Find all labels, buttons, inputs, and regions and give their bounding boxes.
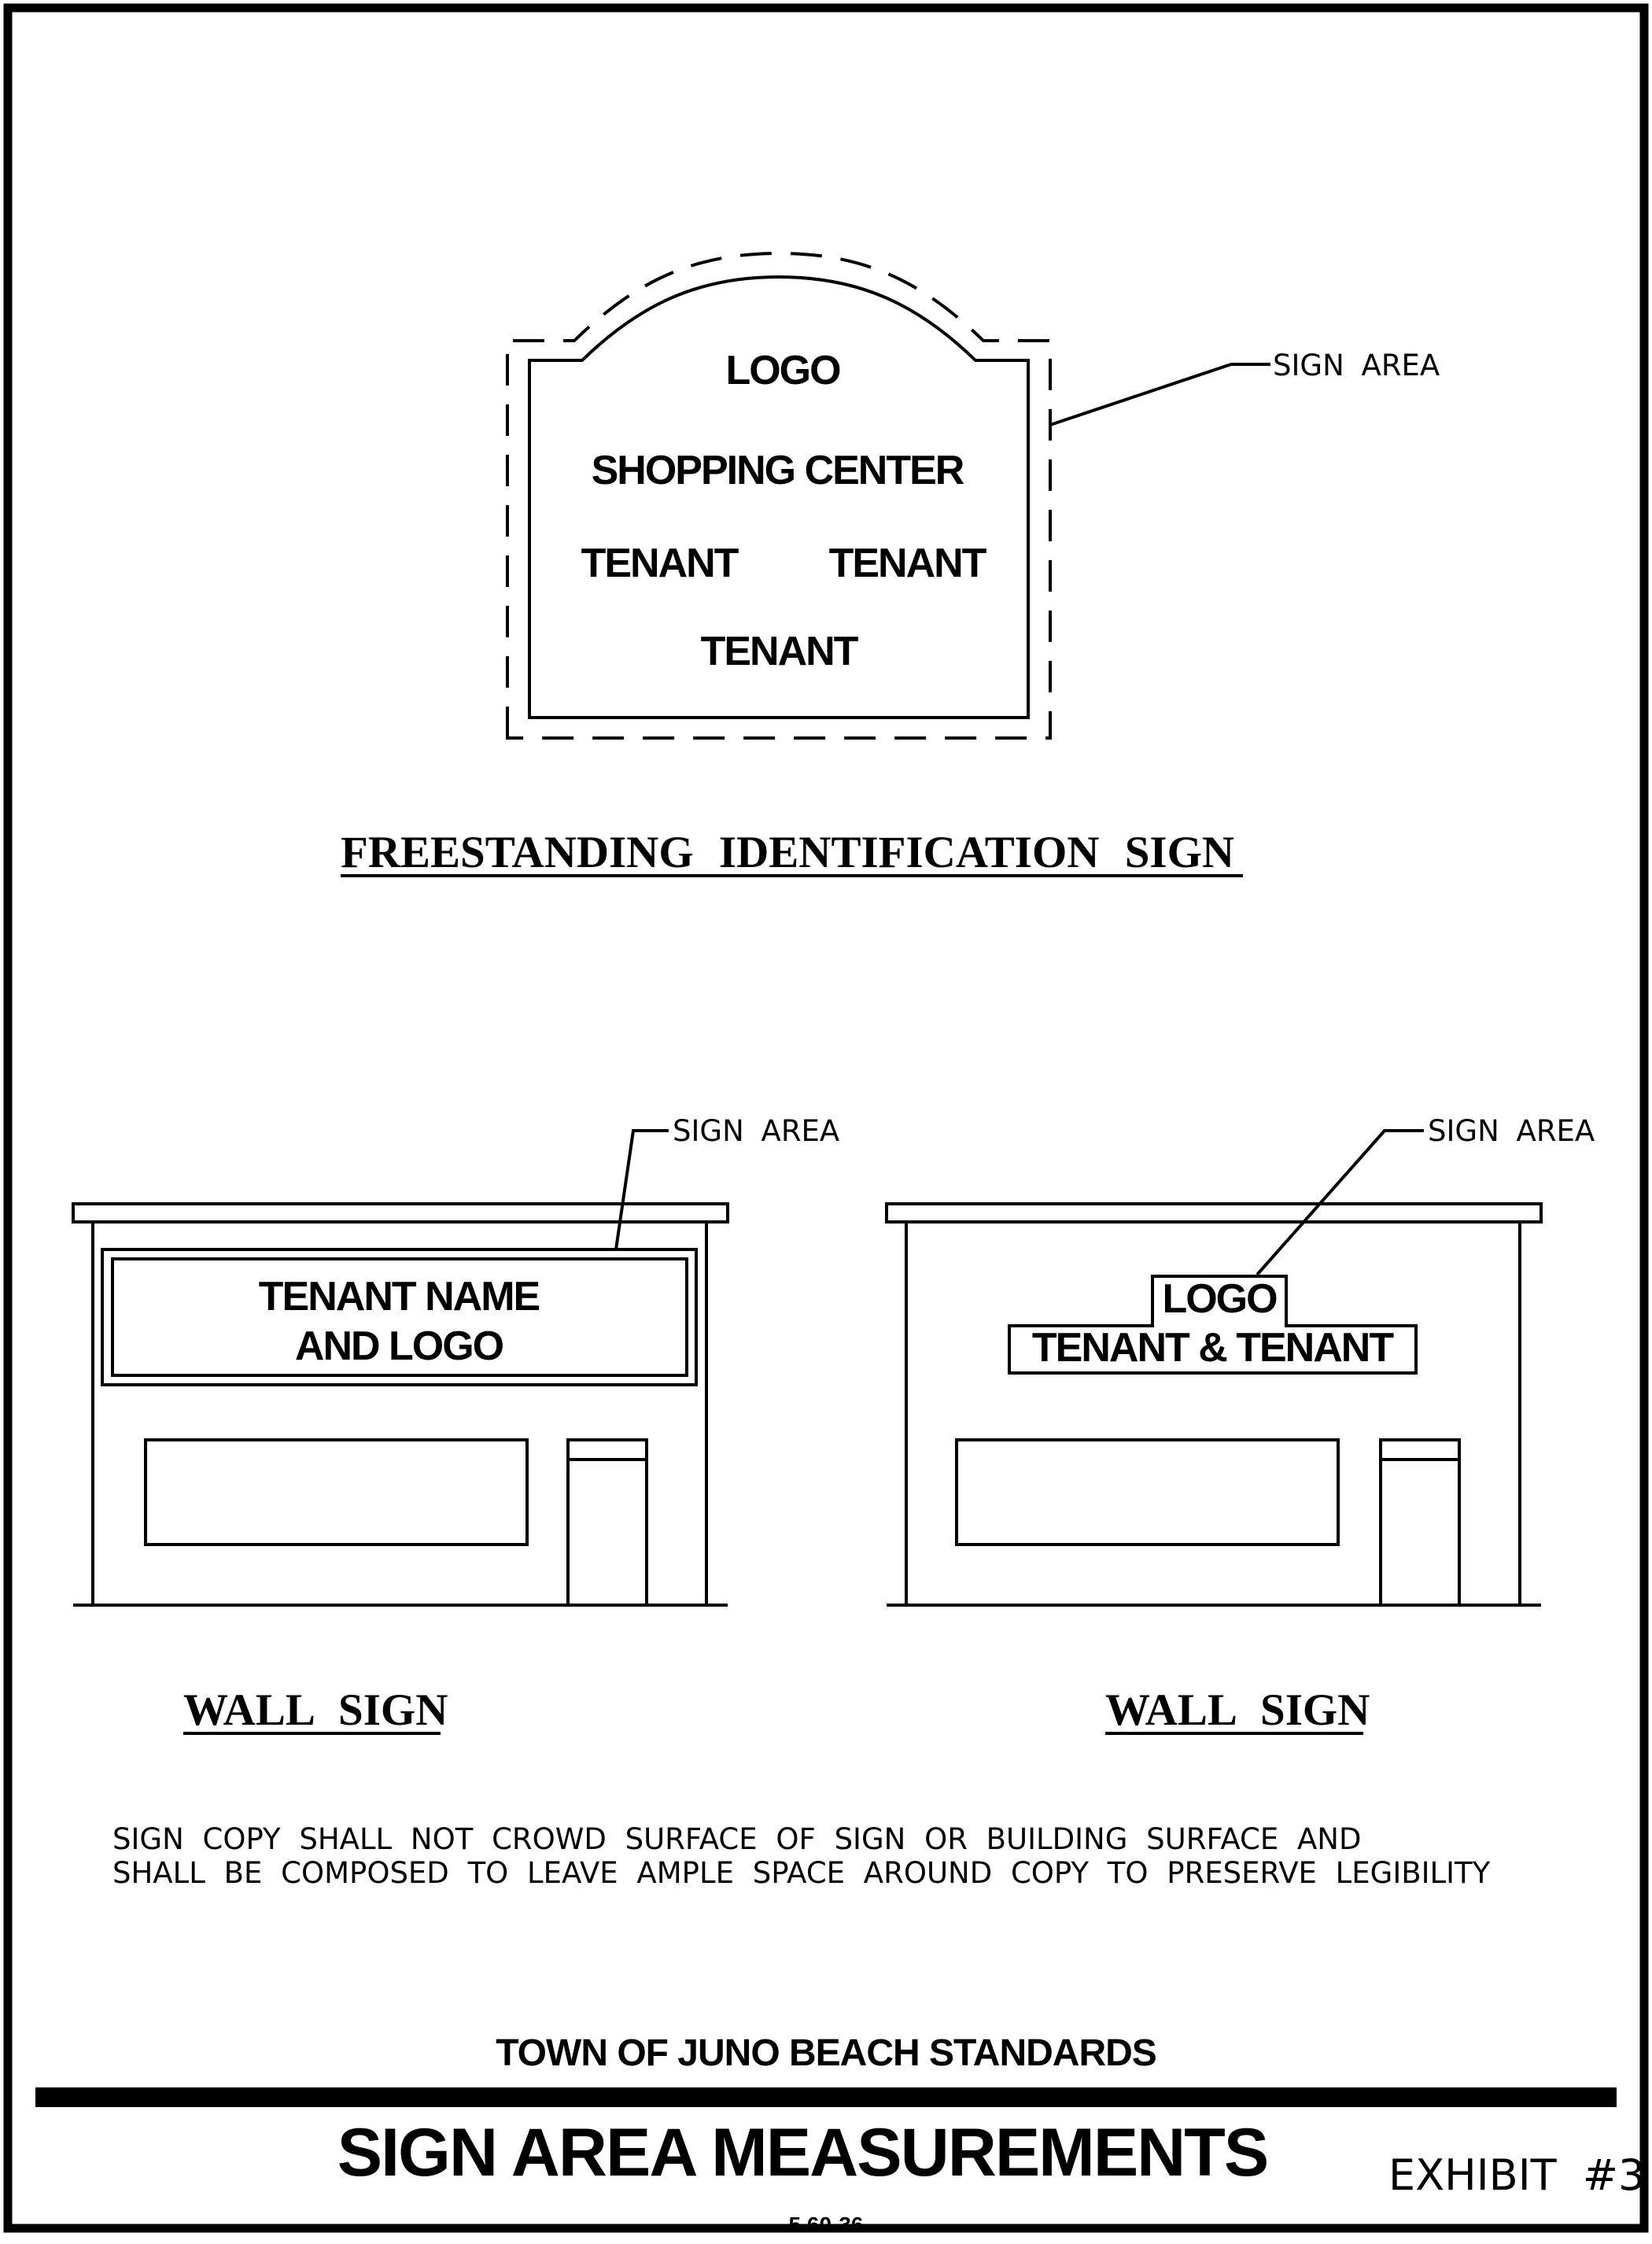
left-sign-line1: TENANT NAME — [259, 1274, 540, 1319]
right-callout-leader — [1256, 1129, 1424, 1276]
wall-sign-right: LOGO TENANT & TENANT SIGN AREA WALL SIGN — [885, 1114, 1595, 1735]
exhibit-label: EXHIBIT #3 — [1388, 2150, 1645, 2200]
freestanding-caption: FREESTANDING IDENTIFICATION SIGN — [341, 828, 1234, 877]
freestanding-sign-panel — [528, 275, 1030, 719]
freestanding-sign: LOGO SHOPPING CENTER TENANT TENANT TENAN… — [341, 251, 1440, 877]
freestanding-callout-label: SIGN AREA — [1273, 349, 1440, 382]
left-sign-line2: AND LOGO — [295, 1323, 503, 1369]
freestanding-tenant-left: TENANT — [581, 541, 739, 586]
freestanding-sign-area-outline — [506, 251, 1052, 740]
wall-sign-left: TENANT NAME AND LOGO SIGN AREA WALL SIGN — [72, 1114, 839, 1735]
left-storefront-window — [144, 1438, 529, 1546]
title-rule — [35, 2087, 1617, 2107]
left-sign-area-outline — [101, 1248, 698, 1386]
left-door — [566, 1438, 648, 1607]
freestanding-logo-text: LOGO — [725, 348, 840, 393]
drawing-title: SIGN AREA MEASUREMENTS — [337, 2115, 1267, 2190]
right-building-parapet — [885, 1202, 1543, 1223]
right-wall-caption: WALL SIGN — [1105, 1685, 1370, 1735]
right-sign-area-outline — [1008, 1275, 1418, 1375]
left-callout-leader — [614, 1129, 669, 1250]
freestanding-center-name: SHOPPING CENTER — [592, 448, 964, 493]
left-wall-caption: WALL SIGN — [183, 1685, 448, 1735]
right-sign-logo: LOGO — [1162, 1276, 1277, 1322]
left-callout-label: SIGN AREA — [673, 1114, 839, 1148]
right-door — [1379, 1438, 1461, 1607]
right-storefront-window — [955, 1438, 1340, 1546]
page-number: 5.60-36 — [789, 2213, 864, 2237]
note-line1: SIGN COPY SHALL NOT CROWD SURFACE OF SIG… — [112, 1822, 1361, 1856]
freestanding-tenant-bottom: TENANT — [701, 629, 859, 674]
note-line2: SHALL BE COMPOSED TO LEAVE AMPLE SPACE A… — [112, 1856, 1491, 1890]
right-callout-label: SIGN AREA — [1428, 1114, 1595, 1148]
standards-label: TOWN OF JUNO BEACH STANDARDS — [496, 2032, 1156, 2074]
right-sign-tenants: TENANT & TENANT — [1032, 1325, 1394, 1371]
left-sign-panel — [111, 1257, 688, 1377]
freestanding-tenant-right: TENANT — [829, 541, 987, 586]
left-building-parapet — [72, 1202, 729, 1223]
sheet-border — [3, 3, 1649, 2233]
freestanding-callout-leader — [1049, 363, 1270, 426]
